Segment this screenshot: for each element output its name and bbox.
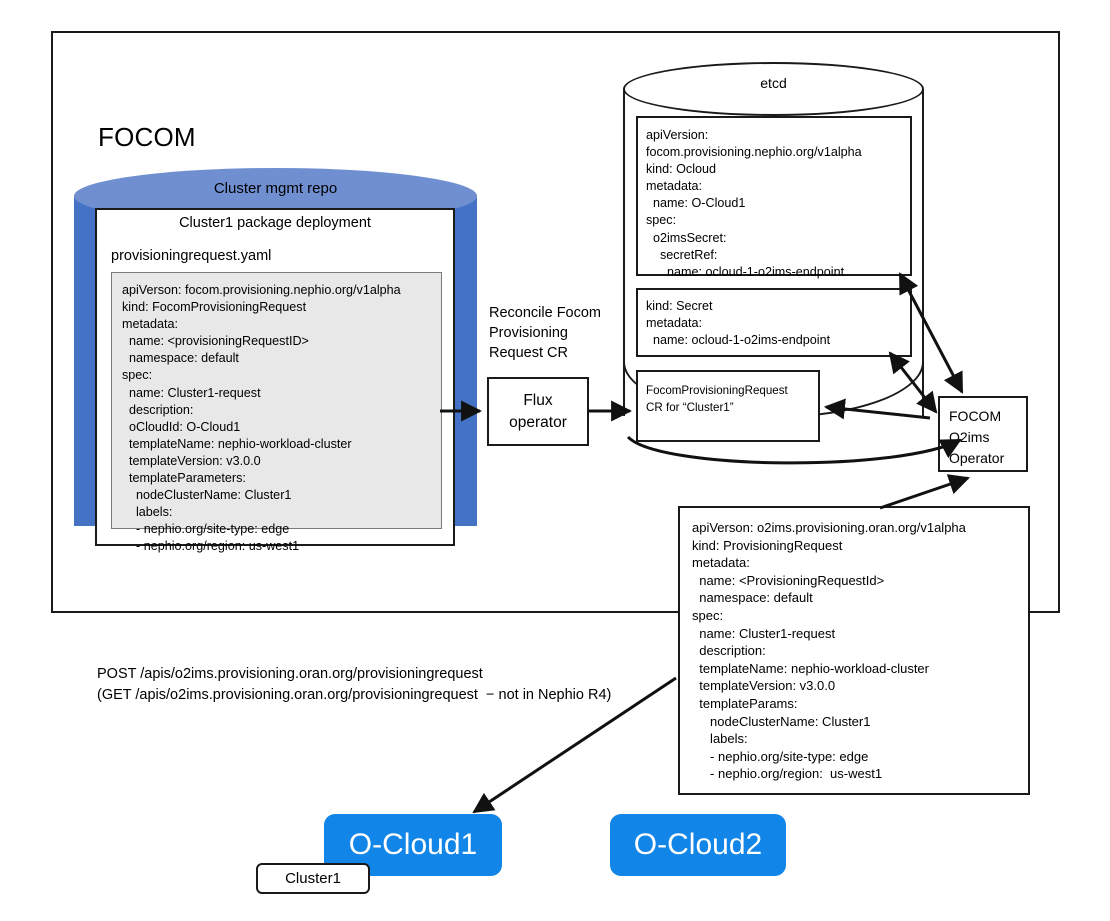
focom-o2ims-operator-line2: O2ims — [949, 429, 990, 445]
flux-operator-box: Flux operator — [487, 377, 589, 446]
flux-operator-line1: Flux — [523, 391, 553, 409]
ocloud-cr-box: apiVersion: focom.provisioning.nephio.or… — [636, 116, 912, 279]
secret-cr-text: kind: Secret metadata: name: ocloud-1-o2… — [646, 299, 831, 348]
etcd-cylinder-top-ellipse — [623, 62, 924, 116]
ocloud-cr-text: apiVersion: focom.provisioning.nephio.or… — [646, 128, 862, 279]
focom-provisioning-request-cr-box: FocomProvisioningRequest CR for “Cluster… — [636, 370, 820, 442]
flux-operator-line2: operator — [509, 413, 567, 431]
focom-o2ims-operator-line1: FOCOM — [949, 408, 1002, 424]
o2ims-api-note: POST /apis/o2ims.provisioning.oran.org/p… — [97, 666, 612, 703]
cluster-mgmt-repo-label: Cluster mgmt repo — [213, 180, 338, 197]
etcd-label: etcd — [760, 75, 787, 91]
focom-o2ims-operator-box: FOCOM O2ims Operator — [938, 396, 1028, 472]
package-deployment-title: Cluster1 package deployment — [179, 215, 371, 231]
provisioningrequest-yaml-filename: provisioningrequest.yaml — [111, 248, 272, 264]
cluster1-tag: Cluster1 — [256, 863, 370, 894]
reconcile-caption: Reconcile Focom Provisioning Request CR — [489, 305, 602, 361]
focom-provisioning-request-yaml-text: apiVerson: focom.provisioning.nephio.org… — [122, 283, 401, 554]
focom-o2ims-operator-line3: Operator — [949, 450, 1005, 466]
focom-provisioning-request-yaml-panel: apiVerson: focom.provisioning.nephio.org… — [111, 272, 442, 553]
focom-provisioning-request-cr-text: FocomProvisioningRequest CR for “Cluster… — [646, 384, 788, 414]
secret-cr-box: kind: Secret metadata: name: ocloud-1-o2… — [636, 288, 912, 357]
provisioning-request-yaml-box: apiVerson: o2ims.provisioning.oran.org/v… — [678, 506, 1030, 795]
ocloud2-box[interactable]: O-Cloud2 — [610, 814, 786, 876]
provisioning-request-yaml-text: apiVerson: o2ims.provisioning.oran.org/v… — [692, 520, 966, 782]
focom-title: FOCOM — [98, 122, 196, 152]
